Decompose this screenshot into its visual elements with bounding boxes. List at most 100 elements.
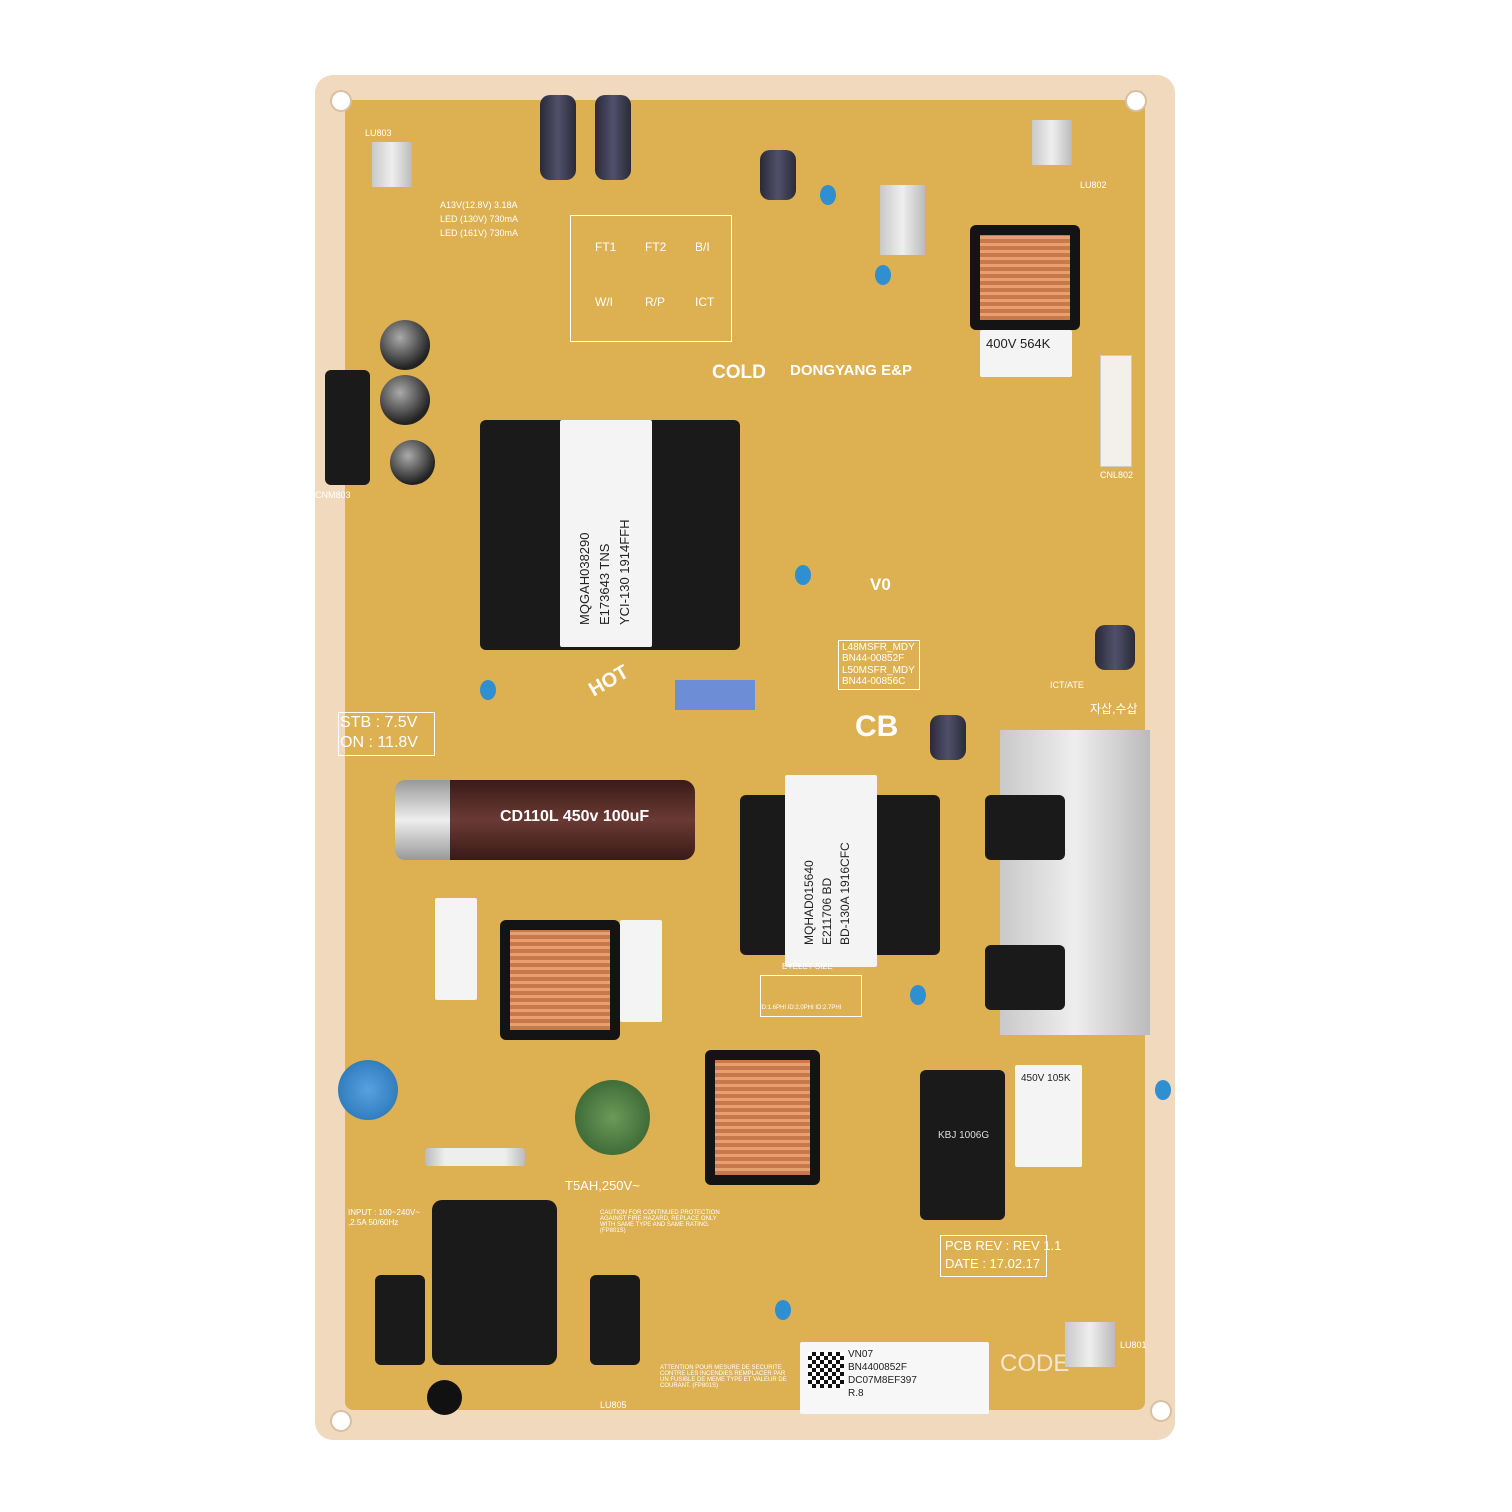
fuse: [425, 1148, 525, 1166]
ceramic-capacitor: [875, 265, 891, 285]
ict-label: ICT/ATE: [1050, 680, 1084, 690]
mount-hole: [1150, 1400, 1172, 1422]
transformer-part: E211706 BD: [820, 877, 834, 945]
mosfet: [985, 945, 1065, 1010]
stb-voltage: STB : 7.5V: [340, 714, 418, 731]
transformer-part: BD-130A 1916CFC: [838, 842, 852, 945]
ceramic-capacitor: [775, 1300, 791, 1320]
sticker-line: DC07M8EF397: [848, 1375, 917, 1386]
model-text: BN44-00852F: [842, 653, 905, 664]
pcb-date: DATE : 17.02.17: [945, 1256, 1041, 1271]
ceramic-capacitor: [480, 680, 496, 700]
pcb-revision: PCB REV : REV 1.1: [945, 1238, 1062, 1253]
model-text: L48MSFR_MDY: [842, 642, 915, 653]
test-label: ICT: [695, 295, 715, 309]
qr-code: [808, 1352, 844, 1388]
korean-label: 자삽,수삽: [1090, 702, 1138, 716]
lu802-clip: [1032, 120, 1072, 165]
x-capacitor-bottom: 450V 105K: [1015, 1065, 1082, 1167]
x-capacitor: [620, 920, 662, 1022]
film-capacitor: [675, 680, 755, 710]
common-mode-choke: [705, 1050, 820, 1185]
cold-label: COLD: [712, 362, 766, 383]
test-label: FT2: [645, 240, 667, 254]
bulk-capacitor-rating: CD110L 450v 100uF: [500, 808, 650, 825]
eyelet-sizes: ID:1.6PHI ID:2.0PHI ID:2.7PHI: [760, 1005, 842, 1011]
electrolytic-capacitor: [930, 715, 966, 760]
model-box: [838, 640, 920, 690]
x-capacitor: [435, 898, 477, 1000]
transformer-label: MQHAD015640 E211706 BD BD-130A 1916CFC: [785, 775, 877, 967]
electrolytic-capacitor: [380, 320, 430, 370]
lu803-clip: [372, 142, 412, 187]
mount-hole: [330, 1410, 352, 1432]
transformer-label: MQGAH038290 E173643 TNS YCI-130 1914FFH: [560, 420, 652, 647]
connector-cnm803: [325, 370, 370, 485]
ceramic-capacitor: [795, 565, 811, 585]
sticker-line: R.8: [848, 1388, 864, 1399]
connector-label: CNL802: [1100, 470, 1134, 480]
common-mode-choke: [500, 920, 620, 1040]
test-label: FT1: [595, 240, 617, 254]
cnl802-connector: [1100, 355, 1132, 467]
mount-hole: [1125, 90, 1147, 112]
connector-label: LU802: [1080, 180, 1107, 190]
connector-label: CNM803: [315, 490, 351, 500]
pcb-rev-box: [940, 1235, 1047, 1277]
sticker-line: BN4400852F: [848, 1362, 907, 1373]
connector-label: LU805: [600, 1400, 627, 1410]
inlet-clip: [375, 1275, 425, 1365]
varistor: [338, 1060, 398, 1120]
mosfet: [985, 795, 1065, 860]
ceramic-capacitor: [910, 985, 926, 1005]
bridge-rectifier: KBJ 1006G: [920, 1070, 1005, 1220]
v0-label: V0: [870, 575, 891, 594]
heatsink-small: [880, 185, 925, 255]
connector-label: LU801: [1120, 1340, 1147, 1350]
eyelet-box: [760, 975, 862, 1017]
connector-label: LU803: [365, 128, 392, 138]
transformer-part: MQGAH038290: [577, 532, 592, 626]
test-grid: [570, 215, 732, 342]
rating-text: A13V(12.8V) 3.18A: [440, 200, 518, 210]
capacitor-end: [395, 780, 450, 860]
cb-label: CB: [855, 710, 899, 743]
transformer-part: YCI-130 1914FFH: [617, 519, 632, 626]
electrolytic-capacitor: [390, 440, 435, 485]
eyelet-label: EYELET SIZE: [782, 962, 833, 971]
electrolytic-capacitor: [1095, 625, 1135, 670]
brand-logo: DONGYANG E&P: [790, 362, 912, 379]
input-rating: INPUT : 100~240V~ ,2.5A 50/60Hz: [348, 1208, 420, 1227]
bridge-marking: KBJ 1006G: [938, 1130, 990, 1141]
ceramic-capacitor: [820, 185, 836, 205]
model-text: L50MSFR_MDY: [842, 665, 915, 676]
stb-box: [338, 712, 435, 756]
fuse-rating: T5AH,250V~: [565, 1178, 640, 1193]
varistor: [575, 1080, 650, 1155]
code-label: CODE: [1000, 1350, 1070, 1377]
test-label: R/P: [645, 295, 666, 309]
lu801-clip: [1065, 1322, 1115, 1367]
inlet-clip: [590, 1275, 640, 1365]
electrolytic-capacitor: [540, 95, 576, 180]
electrolytic-capacitor: [760, 150, 796, 200]
sticker-line: VN07: [848, 1349, 874, 1360]
x-capacitor-top: 400V 564K: [980, 330, 1072, 377]
ceramic-capacitor: [1155, 1080, 1171, 1100]
rating-text: LED (130V) 730mA: [440, 214, 519, 224]
standby-transformer: [970, 225, 1080, 330]
electrolytic-capacitor: [380, 375, 430, 425]
on-voltage: ON : 11.8V: [340, 734, 418, 751]
inlet-tab: [427, 1380, 462, 1415]
mount-hole: [330, 90, 352, 112]
barcode-sticker: VN07 BN4400852F DC07M8EF397 R.8: [800, 1342, 989, 1414]
electrolytic-capacitor: [595, 95, 631, 180]
test-label: B/I: [695, 240, 710, 254]
attention-text: ATTENTION POUR MESURE DE SECURITE CONTRE…: [660, 1365, 787, 1389]
caution-text: CAUTION FOR CONTINUED PROTECTION AGAINST…: [600, 1210, 720, 1234]
ac-inlet: [432, 1200, 557, 1365]
rating-text: LED (161V) 730mA: [440, 228, 519, 238]
test-label: W/I: [595, 295, 613, 309]
model-text: BN44-00856C: [842, 676, 906, 687]
transformer-part: MQHAD015640: [802, 860, 816, 945]
